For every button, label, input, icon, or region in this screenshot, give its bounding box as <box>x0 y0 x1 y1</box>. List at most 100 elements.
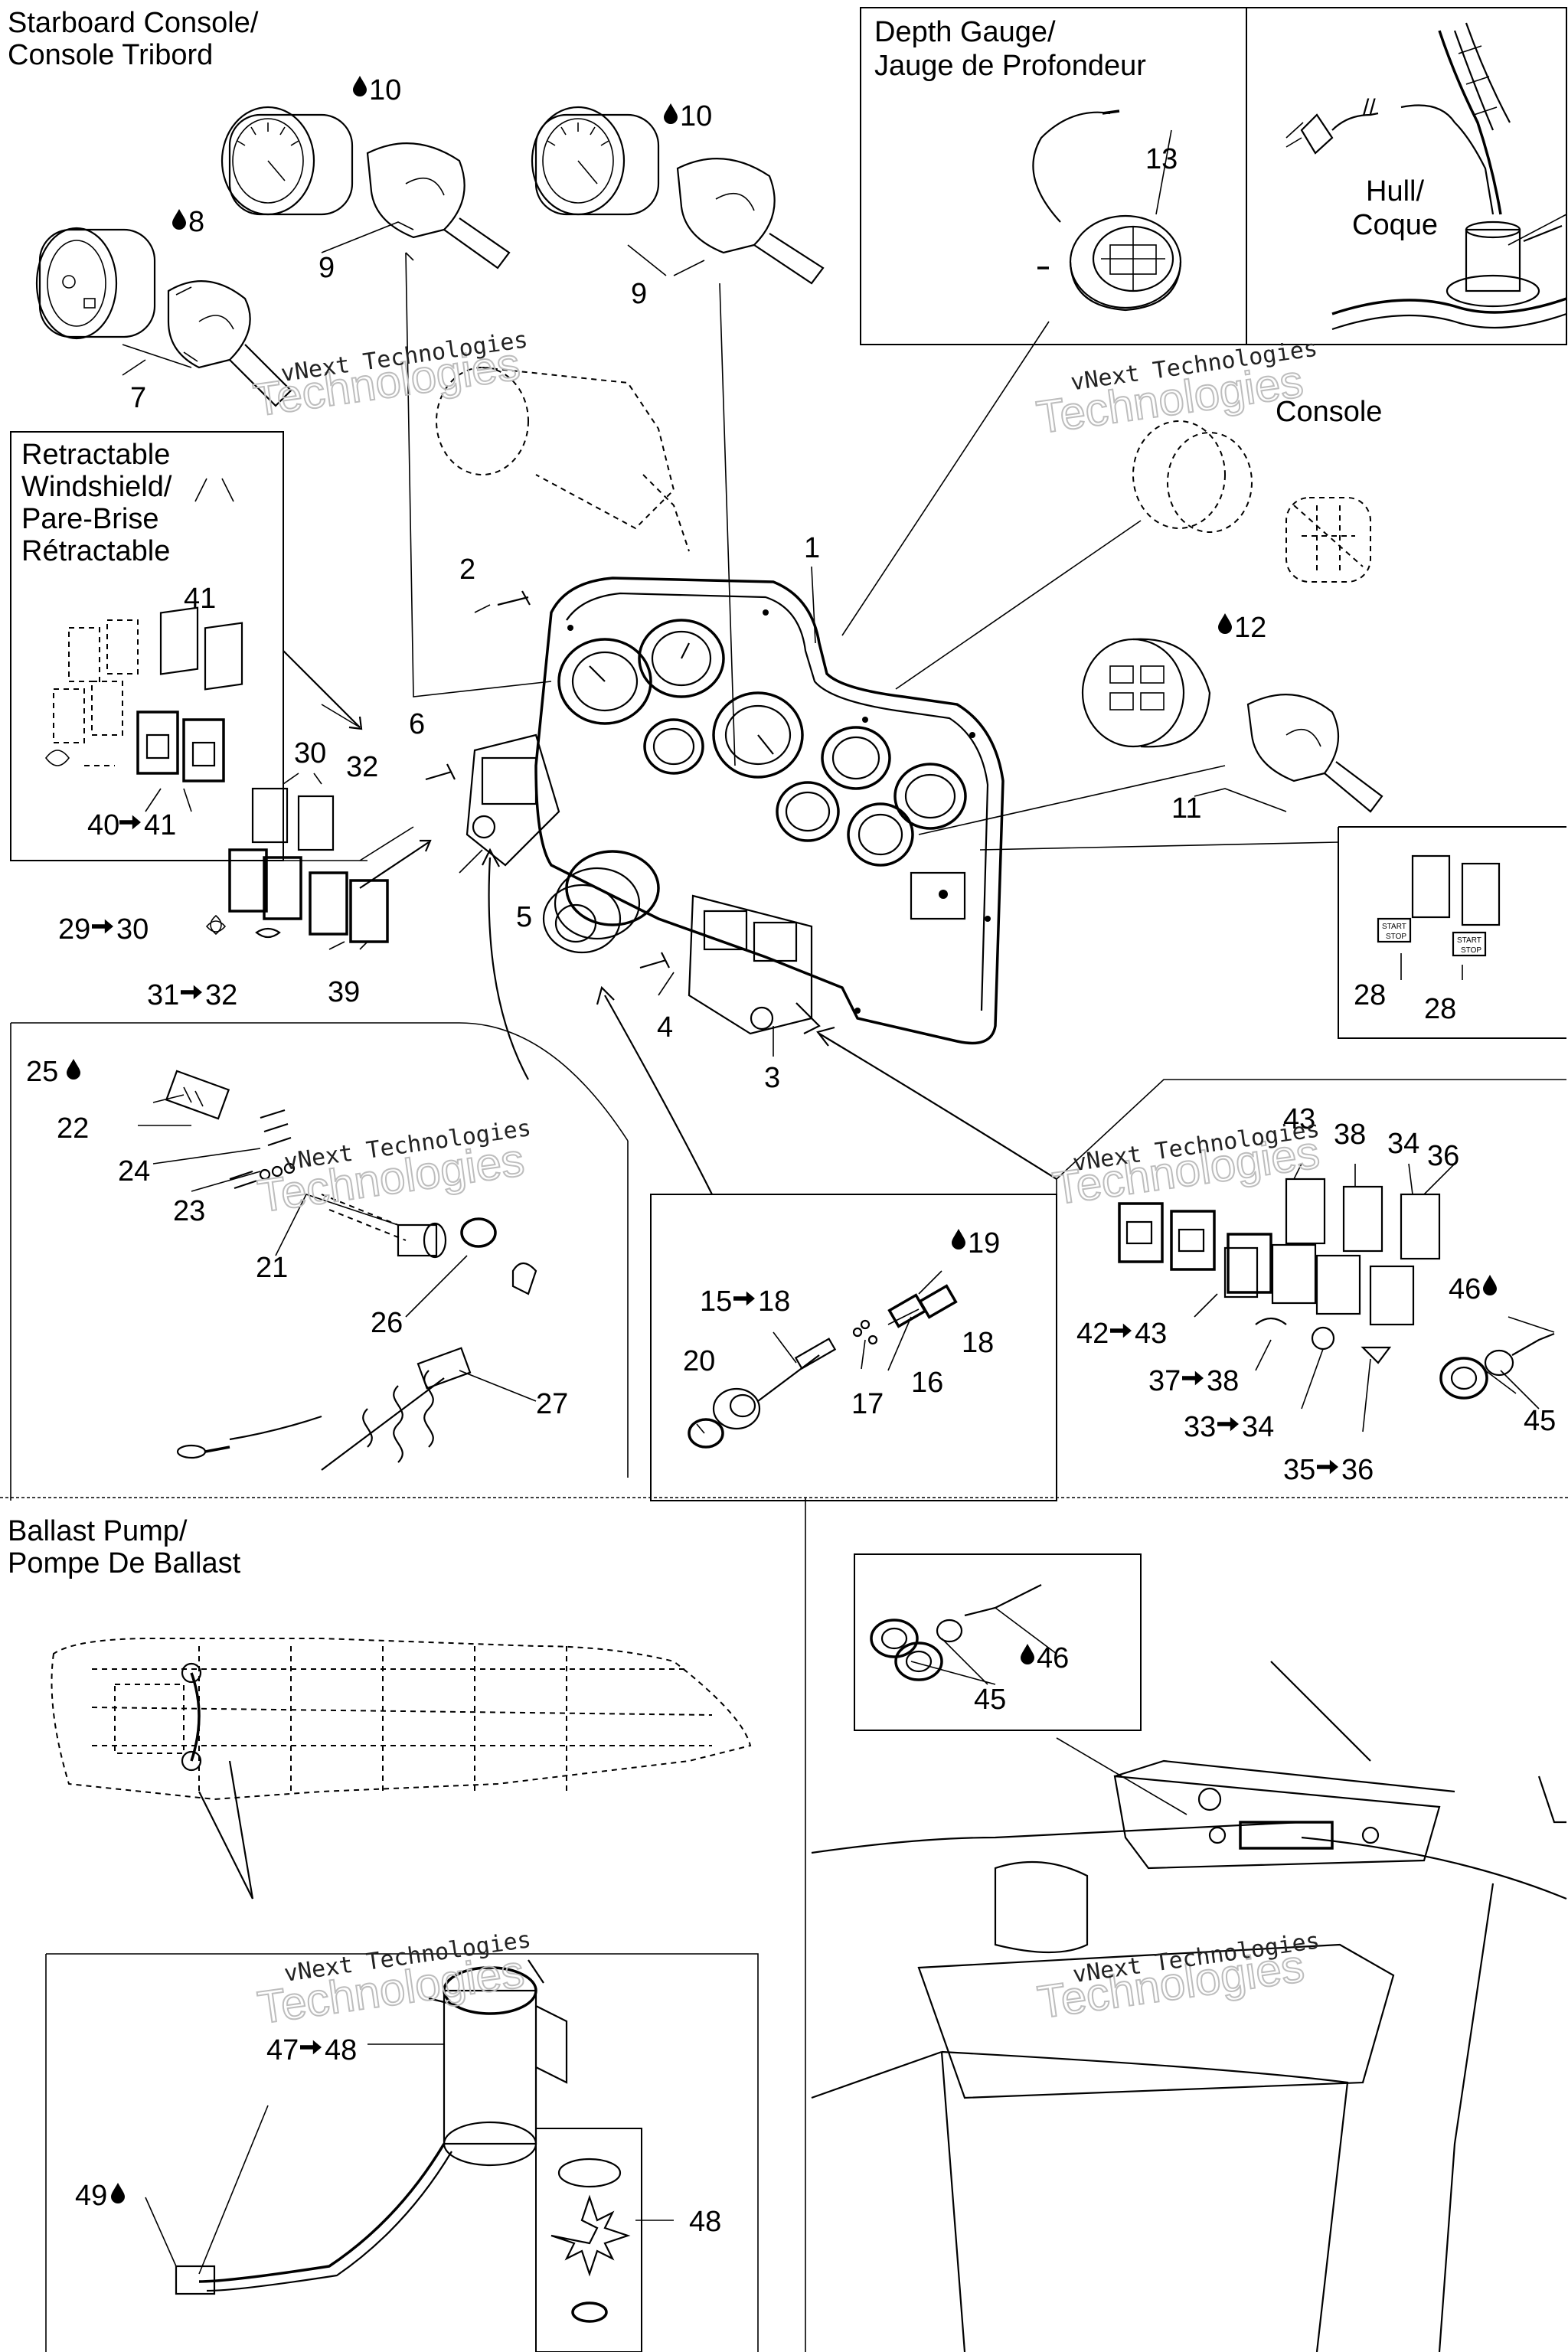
callout-46-a: 46 <box>1449 1273 1481 1305</box>
callout-26: 26 <box>371 1307 403 1339</box>
callout-9-b: 9 <box>631 278 647 310</box>
console-label: Console <box>1276 396 1382 428</box>
callout-42: 42 <box>1076 1318 1109 1350</box>
droplet-icon <box>353 76 367 96</box>
callout-39: 39 <box>328 976 360 1008</box>
callouts: 10 10 8 9 9 7 13 1 2 12 11 41 40 41 30 3… <box>26 74 1556 2238</box>
callout-10-a: 10 <box>369 74 401 106</box>
callout-27: 27 <box>536 1388 568 1420</box>
callout-47: 47 <box>266 2034 299 2066</box>
start-stop-box <box>1338 826 1566 1039</box>
leader-lines <box>122 129 1555 2275</box>
callout-43-b: 43 <box>1135 1318 1167 1350</box>
callout-21: 21 <box>256 1252 288 1284</box>
section-titles: Starboard Console/ Console Tribord Depth… <box>8 7 1438 1579</box>
callout-28-b: 28 <box>1424 993 1456 1025</box>
arrow-icon <box>92 919 113 934</box>
callout-35: 35 <box>1283 1454 1315 1486</box>
gauge-10-left <box>220 106 511 270</box>
arrow-icon <box>1217 1416 1239 1432</box>
callout-13: 13 <box>1145 143 1178 175</box>
start-stop-switches: START STOP START STOP <box>1377 854 1501 957</box>
hull-sensor: // <box>1285 22 1567 331</box>
callout-33: 33 <box>1184 1411 1216 1443</box>
arrow-icon <box>1182 1370 1204 1386</box>
callout-16: 16 <box>911 1367 943 1399</box>
arrow-icon <box>300 2040 322 2055</box>
windshield-title-2: Windshield/ <box>21 471 172 503</box>
arrow-icon <box>1317 1459 1338 1475</box>
droplet-icon <box>664 103 678 124</box>
callout-49: 49 <box>75 2180 107 2212</box>
inset-45-46-box <box>854 1553 1142 1731</box>
knob-stack <box>542 850 660 954</box>
callout-3: 3 <box>764 1062 780 1094</box>
key-switch-assembly <box>688 1284 958 1449</box>
rocker-switch-panel <box>1118 1178 1555 1400</box>
svg-text:START: START <box>1457 936 1481 945</box>
depth-gauge-title-fr: Jauge de Profondeur <box>874 50 1146 82</box>
windshield-switches <box>44 606 243 782</box>
callout-7: 7 <box>130 382 146 414</box>
gauge-7 <box>35 227 292 407</box>
callout-45-b: 45 <box>974 1684 1006 1716</box>
callout-34: 34 <box>1387 1128 1419 1160</box>
starboard-console-title-fr: Console Tribord <box>8 39 213 71</box>
callout-28-a: 28 <box>1354 979 1386 1011</box>
callout-34-b: 34 <box>1242 1411 1274 1443</box>
callout-30: 30 <box>294 737 326 769</box>
callout-32-b: 32 <box>205 979 237 1011</box>
droplet-icon <box>111 2183 125 2203</box>
callout-37: 37 <box>1148 1365 1181 1397</box>
lanyard-frame <box>10 1022 629 1501</box>
impeller-48 <box>550 2158 631 2323</box>
callout-1: 1 <box>804 532 820 564</box>
section-frames <box>0 7 1568 2352</box>
screws <box>425 590 670 969</box>
callout-38-b: 38 <box>1207 1365 1239 1397</box>
svg-text:STOP: STOP <box>1386 933 1406 941</box>
arrow-icon <box>1110 1323 1132 1338</box>
callout-4: 4 <box>657 1011 673 1044</box>
svg-text://: // <box>1363 95 1376 120</box>
accessory-switches <box>205 787 389 943</box>
depth-gauge-13 <box>1032 109 1182 312</box>
windshield-title-4: Rétractable <box>21 535 170 567</box>
callout-29: 29 <box>58 913 90 946</box>
windshield-title-1: Retractable <box>21 439 170 471</box>
inset-45-46-parts <box>870 1584 1042 1681</box>
windshield-box <box>10 431 284 861</box>
flow-arrows <box>283 650 1057 1195</box>
callout-10-b: 10 <box>680 100 712 132</box>
ballast-hull <box>51 1638 752 1900</box>
plate-5 <box>466 733 560 867</box>
callout-48-b: 48 <box>325 2034 357 2066</box>
start-stop-button-right[interactable] <box>1452 931 1487 957</box>
callout-22: 22 <box>57 1112 89 1145</box>
gauge-10-right <box>531 106 825 285</box>
callout-43: 43 <box>1283 1103 1315 1135</box>
callout-48: 48 <box>689 2206 721 2238</box>
arrow-icon <box>119 815 141 830</box>
windshield-title-3: Pare-Brise <box>21 503 159 535</box>
switch-panel-frame <box>1056 1079 1566 1501</box>
gauge-12 <box>1081 638 1383 813</box>
droplet-icon <box>67 1059 80 1080</box>
dash-panel-1 <box>534 577 1004 1045</box>
callout-46-b: 46 <box>1037 1642 1069 1674</box>
ballast-pump <box>175 1959 568 2295</box>
callout-15: 15 <box>700 1285 732 1318</box>
callout-38: 38 <box>1334 1119 1366 1151</box>
frame-link <box>283 860 629 1478</box>
start-stop-button-left[interactable] <box>1377 917 1412 943</box>
arrow-icon <box>733 1291 755 1306</box>
callout-5: 5 <box>516 901 532 933</box>
callout-12: 12 <box>1234 612 1266 644</box>
ballast-pump-title-fr: Pompe De Ballast <box>8 1547 241 1579</box>
hull-label: Hull/ <box>1366 175 1424 207</box>
callout-18-b: 18 <box>758 1285 790 1318</box>
droplet-icon <box>1218 613 1232 634</box>
callout-31: 31 <box>147 979 179 1011</box>
callout-23: 23 <box>173 1195 205 1227</box>
